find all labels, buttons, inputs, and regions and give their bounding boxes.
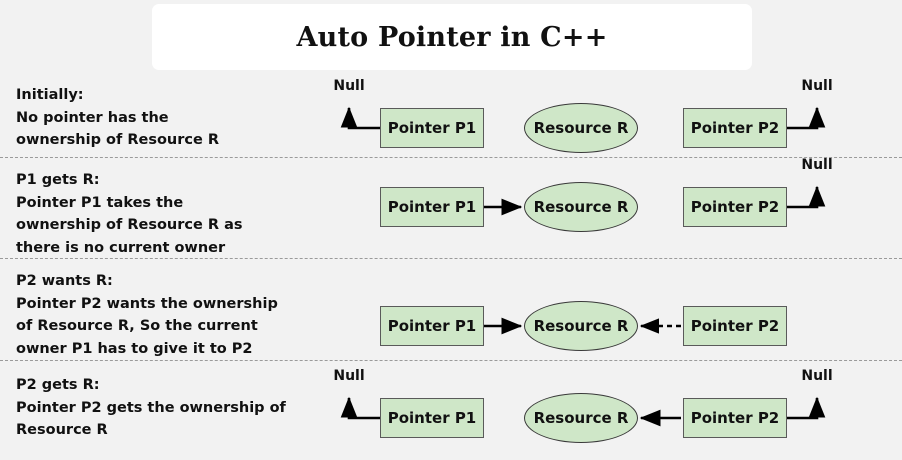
stage-caption: P2 wants R: Pointer P2 wants the ownersh…: [16, 273, 278, 357]
p1-null-arrow: [340, 396, 380, 420]
pointer-p2-node[interactable]: Pointer P2: [683, 108, 787, 148]
stage-caption: P2 gets R: Pointer P2 gets the ownership…: [16, 377, 286, 438]
resource-r-node[interactable]: Resource R: [524, 103, 638, 153]
p2-null-label: Null: [801, 368, 833, 384]
pointer-p1-node[interactable]: Pointer P1: [380, 108, 484, 148]
stage-row-initially: Initially: No pointer has the ownership …: [0, 75, 902, 157]
row-arrows: [340, 396, 826, 427]
resource-r-node[interactable]: Resource R: [524, 301, 638, 351]
title-card: Auto Pointer in C++: [152, 4, 752, 70]
p2-null-arrow: [787, 106, 826, 130]
p1-null-arrow: [340, 106, 380, 130]
stage-row-p1-gets-r: P1 gets R: Pointer P1 takes the ownershi…: [0, 157, 902, 258]
row-divider: [0, 258, 902, 259]
resource-r-node[interactable]: Resource R: [524, 182, 638, 232]
stage-row-p2-gets-r: P2 gets R: Pointer P2 gets the ownership…: [0, 360, 902, 460]
p2-null-arrow: [787, 396, 826, 420]
pointer-p1-node[interactable]: Pointer P1: [380, 306, 484, 346]
row-arrows: [484, 317, 681, 335]
pointer-p2-node[interactable]: Pointer P2: [683, 187, 787, 227]
row-arrows: [340, 106, 826, 130]
p1-null-label: Null: [333, 368, 365, 384]
row-arrows: [484, 185, 826, 216]
p2-null-arrow: [787, 185, 826, 209]
resource-r-node[interactable]: Resource R: [524, 393, 638, 443]
pointer-p2-node[interactable]: Pointer P2: [683, 306, 787, 346]
stage-row-p2-wants-r: P2 wants R: Pointer P2 wants the ownersh…: [0, 258, 902, 360]
pointer-p1-node[interactable]: Pointer P1: [380, 398, 484, 438]
p2-null-label: Null: [801, 157, 833, 173]
page-title: Auto Pointer in C++: [296, 21, 608, 53]
row-divider: [0, 157, 902, 158]
stage-caption: P1 gets R: Pointer P1 takes the ownershi…: [16, 172, 243, 256]
row-divider: [0, 360, 902, 361]
p2-null-label: Null: [801, 78, 833, 94]
pointer-p1-node[interactable]: Pointer P1: [380, 187, 484, 227]
stage-caption: Initially: No pointer has the ownership …: [16, 87, 220, 148]
pointer-p2-node[interactable]: Pointer P2: [683, 398, 787, 438]
p1-null-label: Null: [333, 78, 365, 94]
